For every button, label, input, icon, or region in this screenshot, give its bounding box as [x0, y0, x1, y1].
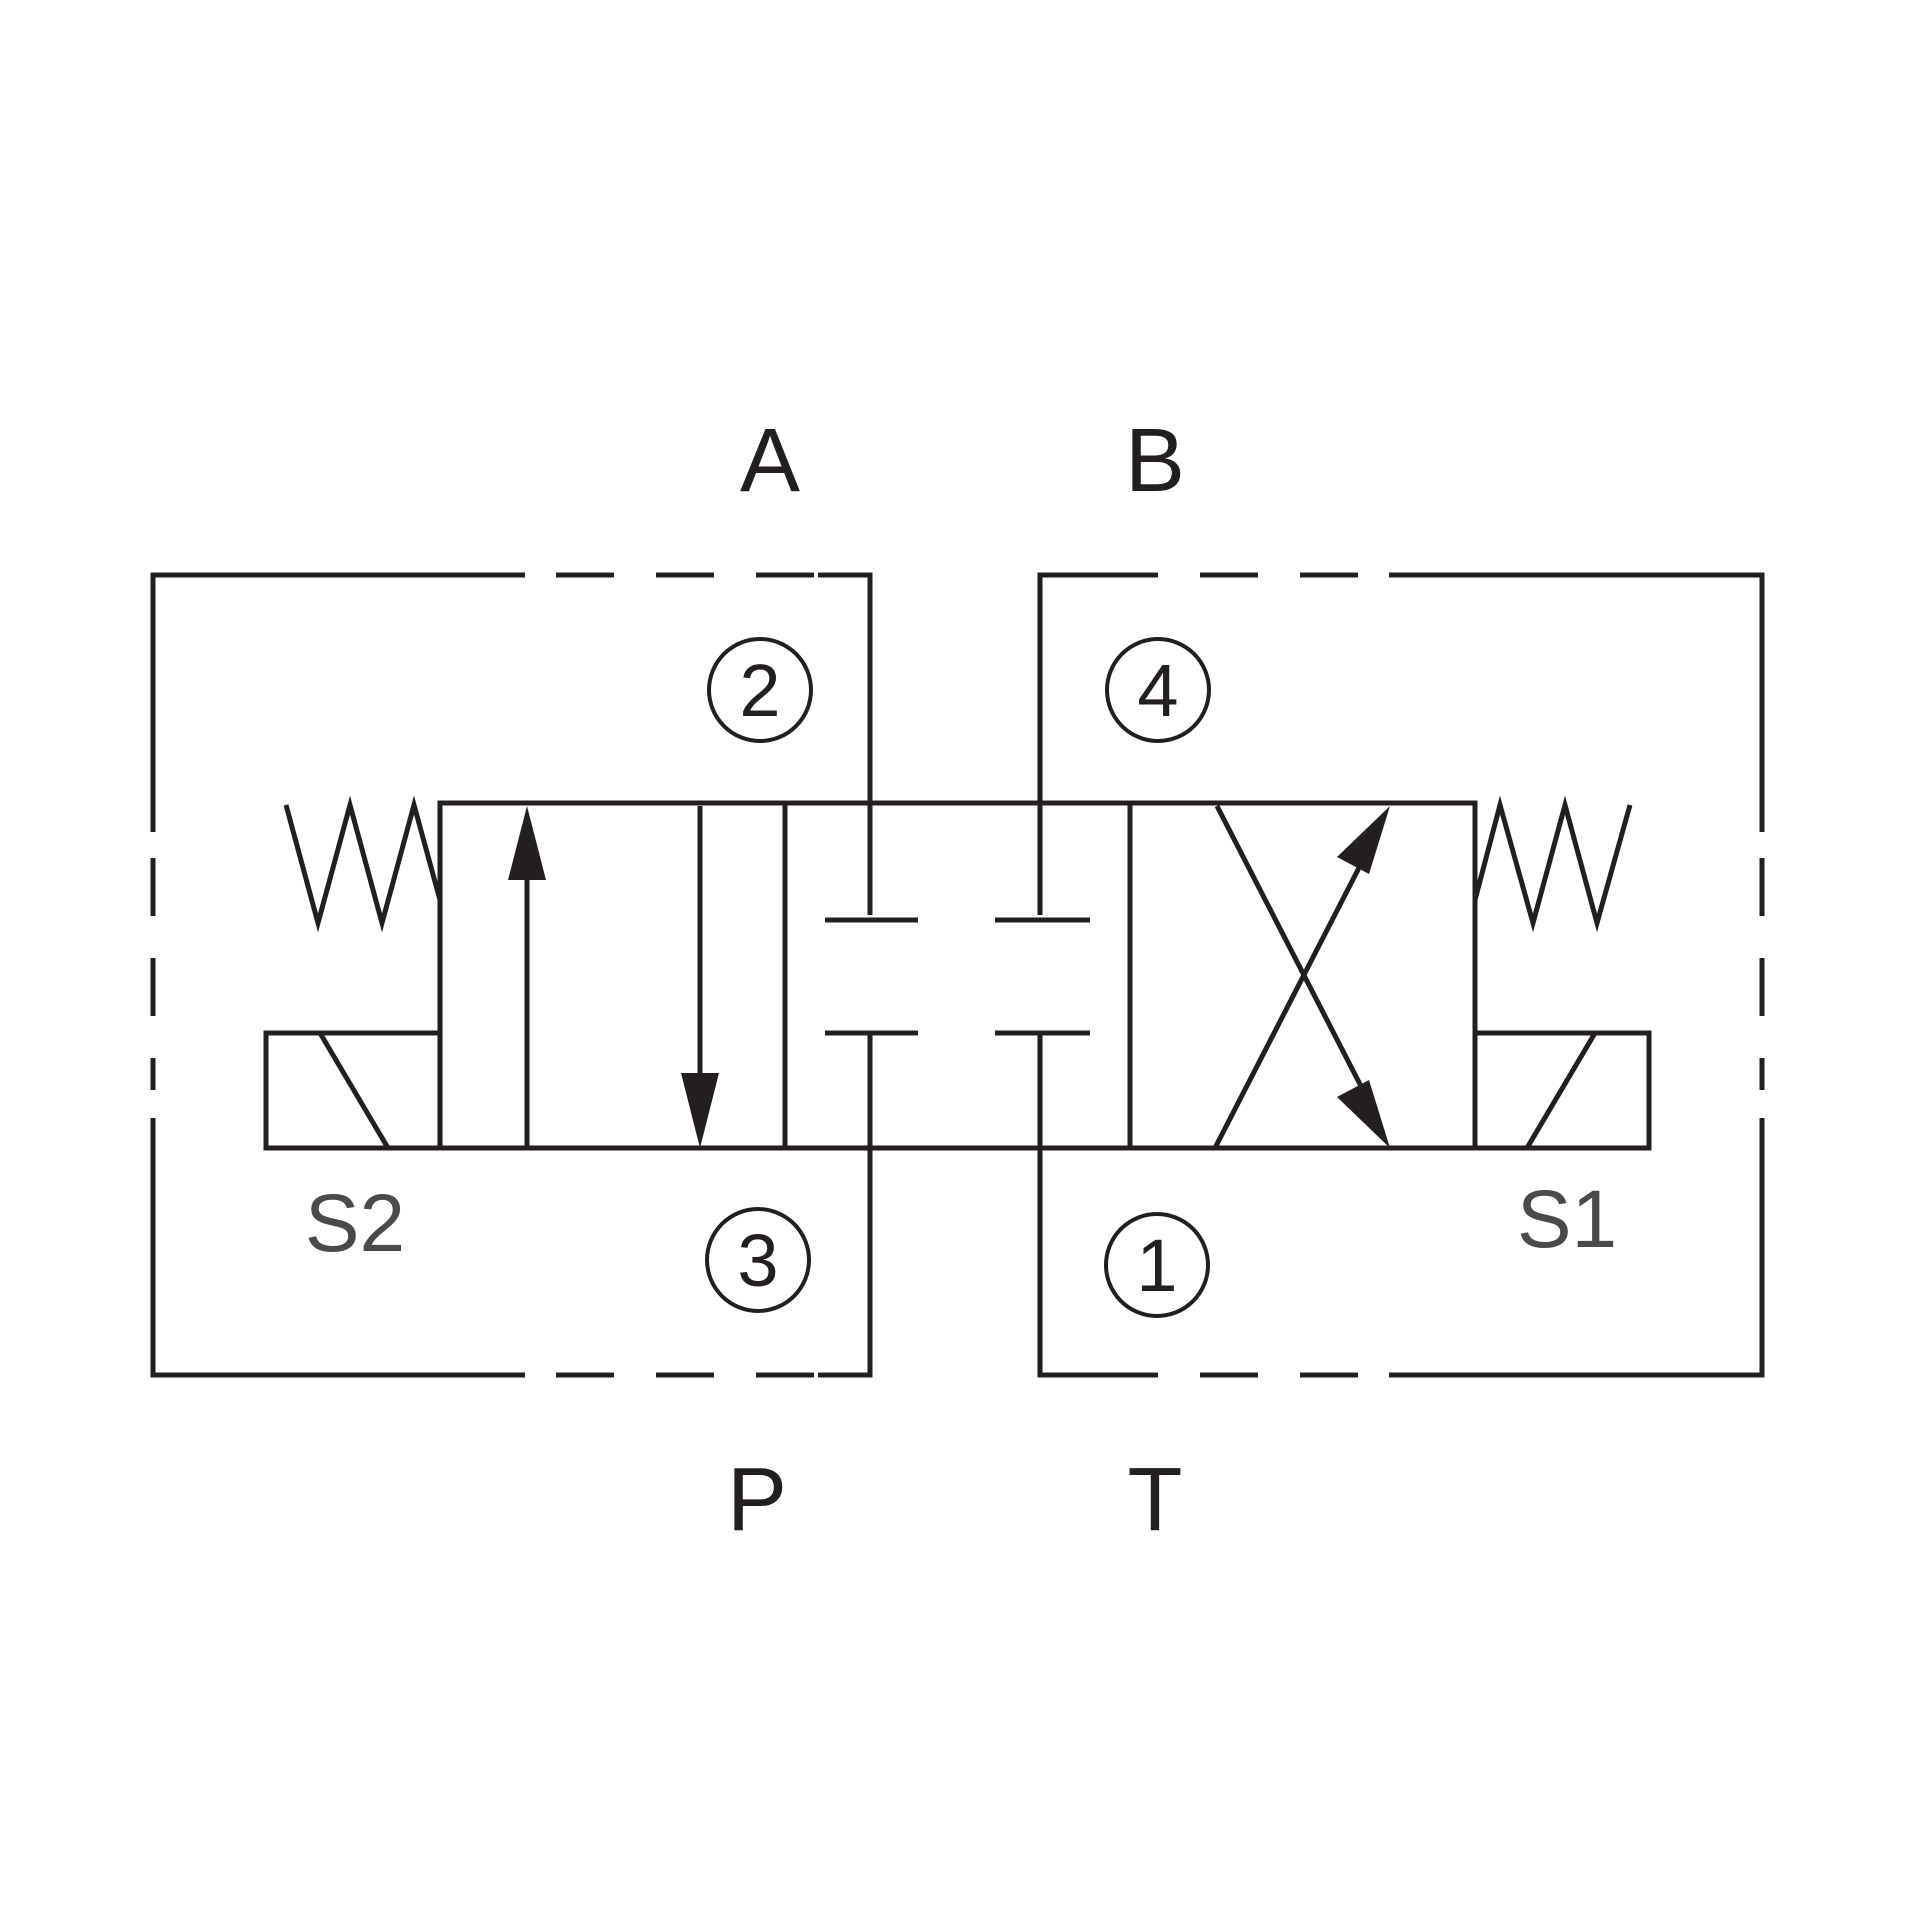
- port-number-3: 3: [705, 1207, 811, 1313]
- left-spring-icon: [283, 795, 443, 933]
- arrow-up-icon: [508, 806, 546, 880]
- outer-boundary: [150, 572, 1765, 1378]
- valve-body: [437, 800, 1478, 1151]
- port-t-line: [1037, 1148, 1100, 1378]
- port-label-b: B: [1125, 411, 1185, 511]
- solenoid-label-s2: S2: [305, 1178, 405, 1269]
- port-lines: [818, 572, 1100, 1378]
- envelope-crossed-flow: [1212, 804, 1390, 1150]
- solenoid-label-s1: S1: [1517, 1174, 1617, 1265]
- svg-text:4: 4: [1137, 649, 1178, 732]
- port-p-line: [818, 1148, 873, 1378]
- arrow-down-icon: [681, 1073, 719, 1148]
- port-number-4: 4: [1105, 637, 1211, 743]
- svg-text:2: 2: [739, 649, 780, 732]
- port-b-line: [1037, 572, 1100, 915]
- port-number-1: 1: [1104, 1212, 1210, 1318]
- arrow-diagonal-up-icon: [1337, 806, 1390, 874]
- arrow-diagonal-down-icon: [1337, 1080, 1390, 1148]
- port-label-a: A: [740, 411, 800, 511]
- port-number-2: 2: [707, 637, 813, 743]
- envelope-closed-center: [825, 917, 1090, 1148]
- port-label-t: T: [1128, 1450, 1183, 1550]
- svg-text:1: 1: [1136, 1224, 1177, 1307]
- port-a-line: [818, 572, 873, 915]
- right-spring-icon: [1472, 795, 1633, 933]
- envelope-parallel-flow: [508, 806, 719, 1148]
- port-label-p: P: [727, 1450, 787, 1550]
- solenoid-s2-icon: [263, 1030, 443, 1151]
- svg-text:3: 3: [737, 1219, 778, 1302]
- solenoid-s1-icon: [1472, 1030, 1652, 1151]
